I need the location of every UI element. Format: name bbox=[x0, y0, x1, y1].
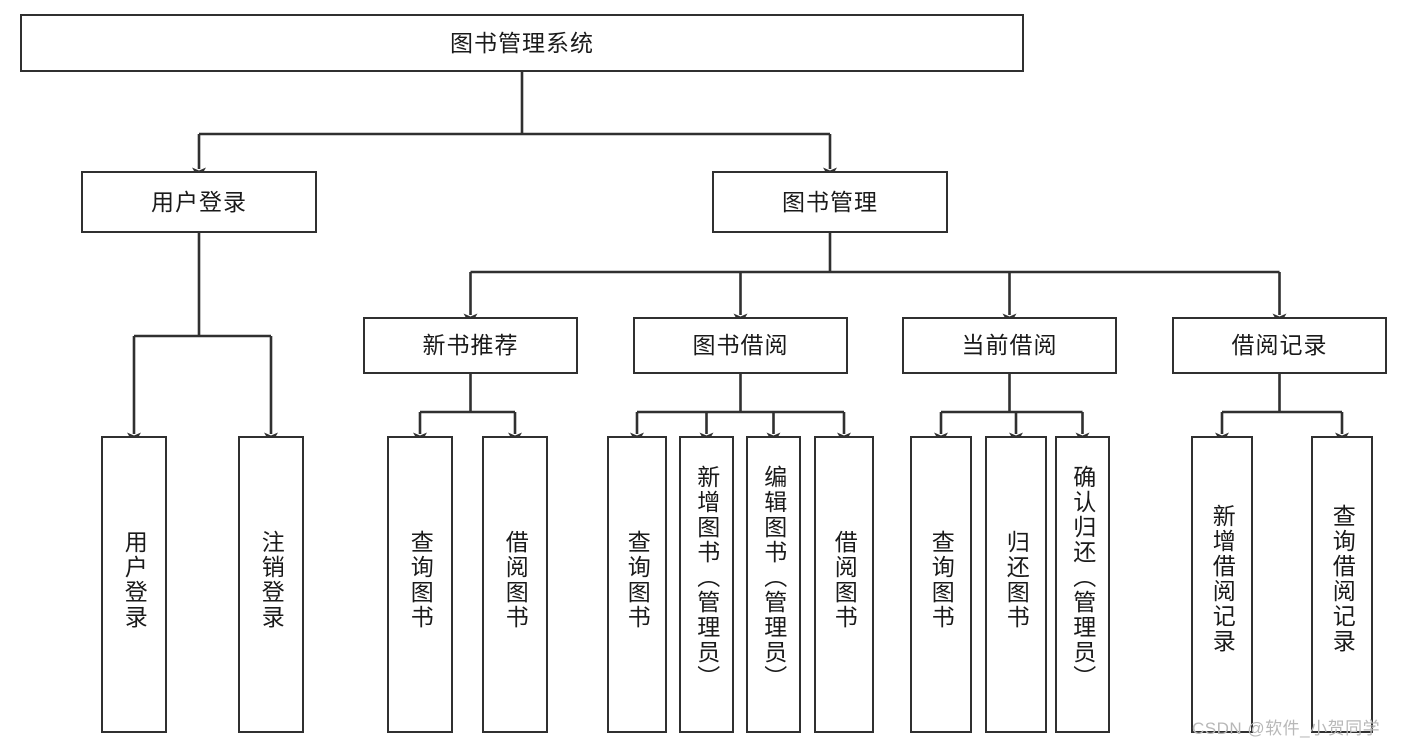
node-leaf-bb-add[interactable]: 新增图书（管理员） bbox=[679, 436, 734, 733]
node-leaf-bb-borrow[interactable]: 借阅图书 bbox=[814, 436, 874, 733]
node-label: 注销登录 bbox=[258, 529, 285, 630]
node-label: 查询图书 bbox=[407, 529, 434, 630]
node-book-borrow[interactable]: 图书借阅 bbox=[633, 317, 848, 374]
node-label: 借阅图书 bbox=[502, 529, 529, 630]
node-leaf-rec-borrow[interactable]: 借阅图书 bbox=[482, 436, 548, 733]
node-current-borrow[interactable]: 当前借阅 bbox=[902, 317, 1117, 374]
node-new-book-rec[interactable]: 新书推荐 bbox=[363, 317, 578, 374]
node-leaf-br-add[interactable]: 新增借阅记录 bbox=[1191, 436, 1253, 733]
node-label: 借阅图书 bbox=[831, 529, 858, 630]
node-leaf-cb-query[interactable]: 查询图书 bbox=[910, 436, 972, 733]
node-user-login[interactable]: 用户登录 bbox=[81, 171, 317, 233]
node-borrow-record[interactable]: 借阅记录 bbox=[1172, 317, 1387, 374]
node-label: 新增图书（管理员） bbox=[693, 464, 720, 690]
node-root[interactable]: 图书管理系统 bbox=[20, 14, 1024, 72]
watermark: CSDN @软件_小贺同学 bbox=[1192, 719, 1381, 738]
node-label: 用户登录 bbox=[151, 188, 247, 215]
node-label: 确认归还（管理员） bbox=[1069, 464, 1096, 690]
node-label: 归还图书 bbox=[1003, 529, 1030, 630]
node-leaf-bb-edit[interactable]: 编辑图书（管理员） bbox=[746, 436, 801, 733]
node-leaf-cb-return[interactable]: 归还图书 bbox=[985, 436, 1047, 733]
node-book-manage[interactable]: 图书管理 bbox=[712, 171, 948, 233]
node-label: 查询借阅记录 bbox=[1329, 503, 1356, 654]
node-label: 用户登录 bbox=[121, 529, 148, 630]
node-leaf-bb-query[interactable]: 查询图书 bbox=[607, 436, 667, 733]
node-leaf-cb-confirm[interactable]: 确认归还（管理员） bbox=[1055, 436, 1110, 733]
node-label: 图书借阅 bbox=[692, 332, 789, 359]
node-leaf-rec-query[interactable]: 查询图书 bbox=[387, 436, 453, 733]
node-label: 借阅记录 bbox=[1231, 332, 1328, 359]
node-leaf-user-logout[interactable]: 注销登录 bbox=[238, 436, 304, 733]
node-leaf-user-login[interactable]: 用户登录 bbox=[101, 436, 167, 733]
node-label: 查询图书 bbox=[624, 529, 651, 630]
node-label: 新增借阅记录 bbox=[1209, 503, 1236, 654]
node-label: 新书推荐 bbox=[422, 332, 519, 359]
node-leaf-br-query[interactable]: 查询借阅记录 bbox=[1311, 436, 1373, 733]
node-label: 图书管理系统 bbox=[450, 29, 594, 56]
node-label: 图书管理 bbox=[782, 188, 878, 215]
node-label: 当前借阅 bbox=[961, 332, 1058, 359]
node-label: 编辑图书（管理员） bbox=[760, 464, 787, 690]
node-label: 查询图书 bbox=[928, 529, 955, 630]
